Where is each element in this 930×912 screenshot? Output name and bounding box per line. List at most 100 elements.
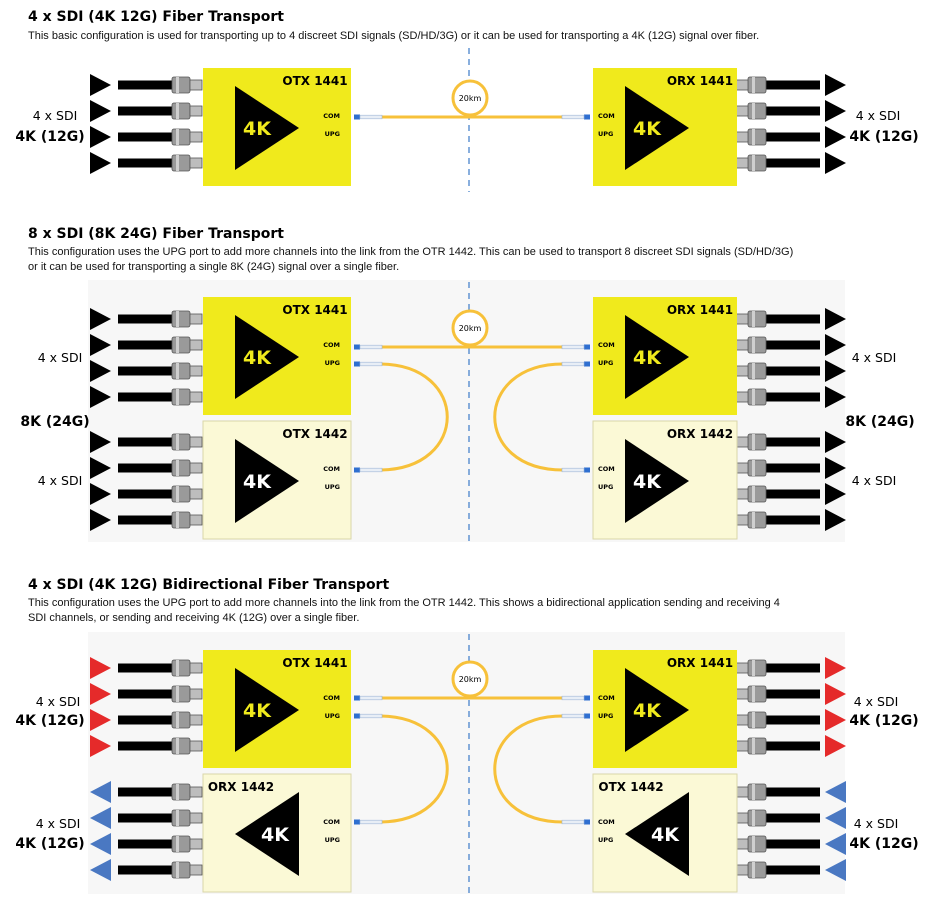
bnc-highlight [752,311,755,327]
bnc-nut [189,662,203,674]
bnc-body [747,336,767,354]
lc-fiber-connector-icon [561,695,590,701]
module-name: OTX 1442 [282,427,347,441]
section-description-3-line-2: SDI channels, or sending and receiving 4… [28,612,360,624]
upg-port-label: UPG [598,359,613,367]
bnc-highlight [752,738,755,754]
bnc-highlight [176,512,179,528]
bnc-body [747,459,767,477]
connector-boot [561,344,585,350]
connector-body [584,819,590,825]
black-triangle-arrow-icon [90,457,111,479]
connector-body [584,344,590,350]
left-channel-group [90,657,203,757]
red-triangle-arrow-icon [825,735,846,757]
connector-boot [359,695,383,701]
bnc-body [747,737,767,755]
bnc-nut [735,157,749,169]
bnc-highlight [176,363,179,379]
bnc-body [747,685,767,703]
bnc-highlight [176,686,179,702]
bnc-connector-icon [735,128,767,146]
com-port-label: COM [323,465,340,473]
sdi-cable [118,392,172,402]
connector-body [354,344,360,350]
sdi-cable [766,366,820,376]
bnc-nut [735,786,749,798]
black-triangle-arrow-icon [90,74,111,96]
bnc-highlight [752,862,755,878]
module-symbol-label: 4K [633,700,662,722]
bnc-connector-icon [735,76,767,94]
bnc-body [747,388,767,406]
section-description-2-line-2: or it can be used for transporting a sin… [28,261,400,273]
connector-boot [561,713,585,719]
right-lower-output-label: 4 x SDI [852,473,897,488]
bnc-body [747,711,767,729]
black-triangle-arrow-icon [825,334,846,356]
bnc-nut [189,105,203,117]
upg-port-label: UPG [325,712,340,720]
bnc-body [171,102,191,120]
bnc-body [171,711,191,729]
bnc-connector-icon [735,102,767,120]
black-triangle-arrow-icon [825,100,846,122]
blue-triangle-arrow-icon [90,859,111,881]
spool-distance-label: 20km [459,94,482,103]
upg-loop-fiber-right [493,362,564,472]
red-triangle-arrow-icon [825,709,846,731]
bnc-body [171,685,191,703]
bnc-connector-icon [735,685,767,703]
bnc-connector-icon [171,809,203,827]
sdi-cable [766,392,820,402]
black-triangle-arrow-icon [90,100,111,122]
upg-loop-fiber-left [378,714,449,824]
lc-fiber-connector-icon [561,361,590,367]
lc-fiber-connector-icon [561,467,590,473]
bnc-body [747,76,767,94]
bnc-connector-icon [171,711,203,729]
bnc-connector-icon [735,362,767,380]
black-triangle-arrow-icon [90,431,111,453]
bnc-connector-icon [171,336,203,354]
right-upper-output-label: 4 x SDI [852,350,897,365]
bnc-nut [735,462,749,474]
bnc-connector-icon [171,310,203,328]
upg-port-label: UPG [325,836,340,844]
blue-triangle-arrow-icon [825,859,846,881]
com-port-label: COM [598,112,615,120]
bnc-highlight [176,660,179,676]
black-triangle-arrow-icon [90,126,111,148]
bnc-highlight [752,460,755,476]
bnc-body [171,861,191,879]
bnc-connector-icon [171,737,203,755]
bnc-highlight [752,712,755,728]
bnc-connector-icon [171,783,203,801]
bnc-nut [735,688,749,700]
bnc-nut [735,339,749,351]
lc-fiber-connector-icon [354,467,383,473]
sdi-cable [118,463,172,473]
sdi-cable [766,741,820,751]
sdi-cable [766,340,820,350]
module-symbol-label: 4K [243,118,272,140]
module-name: ORX 1442 [208,780,274,794]
sdi-cable [118,80,172,90]
upg-port-label: UPG [325,359,340,367]
sdi-cable [766,813,820,823]
bnc-body [171,76,191,94]
module-symbol-label: 4K [243,471,272,493]
spool-distance-label: 20km [459,675,482,684]
connector-boot [561,361,585,367]
bnc-nut [189,838,203,850]
fiber-spool: 20km [451,79,489,117]
bnc-highlight [176,434,179,450]
module-name: OTX 1441 [282,656,347,670]
bnc-highlight [176,77,179,93]
black-triangle-arrow-icon [825,431,846,453]
